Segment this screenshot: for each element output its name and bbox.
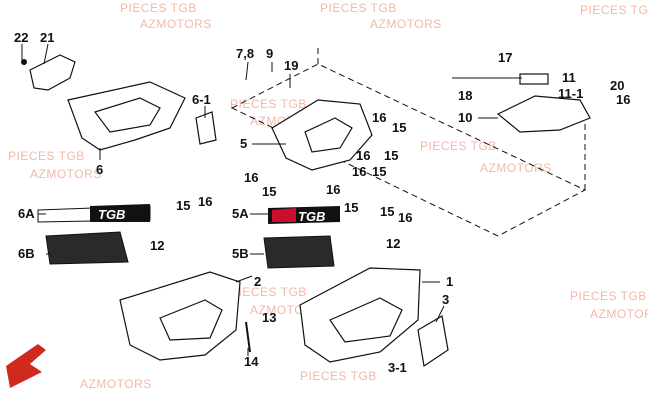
watermark-text: PIECES TGB [120,1,197,15]
callout-label: 19 [284,58,298,73]
part-footrest-1 [299,267,421,363]
callout-label: 16 [244,170,258,185]
watermark-text: AZMOTORS [80,377,152,391]
watermark-text: PIECES TGB [420,139,497,153]
callout-label: 1 [446,274,453,289]
callout-label: 22 [14,30,28,45]
callout-label: 15 [262,184,276,199]
bolt-14 [245,321,251,353]
mat-5b [263,235,335,269]
tgb-logo-text: TGB [298,209,325,224]
callout-label: 5B [232,246,249,261]
callout-label: 6 [96,162,103,177]
decal-6a: TGB [37,204,151,223]
watermark-text: PIECES TGB [300,369,377,383]
callout-label: 15 [176,198,190,213]
callout-label: 16 [616,92,630,107]
leader-line [435,305,445,323]
callout-label: 16 [326,182,340,197]
leader-line [43,43,49,65]
callout-label: 16 [398,210,412,225]
callout-label: 16 [198,194,212,209]
callout-label: 15 [392,120,406,135]
callout-label: 16 [352,164,366,179]
callout-label: 20 [610,78,624,93]
callout-label: 5A [232,206,249,221]
watermark-text: AZMOTORS [370,17,442,31]
decal-dark [90,204,150,222]
watermark-text: AZMOTORS [480,161,552,175]
callout-label: 17 [498,50,512,65]
callout-label: 10 [458,110,472,125]
leader-line [245,61,249,81]
part-cover-10 [496,73,591,133]
watermark-text: PIECES TGB [230,285,307,299]
watermark-text: AZMOTORS [590,307,648,321]
callout-label: 9 [266,46,273,61]
callout-label: 15 [344,200,358,215]
callout-label: 3-1 [388,360,407,375]
watermark-text: AZMOTORS [140,17,212,31]
footrest-left-recess [159,299,223,341]
bracket-shape [29,54,76,91]
assembly-dashed-outline [230,48,587,237]
part-cover-5 [271,99,373,171]
callout-label: 13 [262,310,276,325]
part-panel-6 [67,81,186,151]
footrest-right-recess [329,297,403,343]
panel-recess [94,97,161,133]
watermark-text: PIECES TGB [570,289,647,303]
cover-recess [304,117,353,153]
callout-label: 12 [386,236,400,251]
callout-label: 6A [18,206,35,221]
callout-label: 5 [240,136,247,151]
tgb-logo-text: TGB [98,207,125,222]
part-bracket-21 [21,54,76,91]
callout-label: 15 [372,164,386,179]
watermark-text: PIECES TGB [230,97,307,111]
callout-label: 6-1 [192,92,211,107]
callout-label: 3 [442,292,449,307]
callout-label: 6B [18,246,35,261]
leader-line [235,275,253,283]
watermark-text: PIECES TGB [8,149,85,163]
callout-label: 15 [384,148,398,163]
callout-label: 16 [372,110,386,125]
callout-label: 12 [150,238,164,253]
decal-red [272,208,296,222]
panel-3 [417,315,449,368]
leader-lines [21,43,522,356]
mat-6b [45,231,129,265]
logo-shape [6,344,46,388]
bracket-11 [519,73,549,85]
callout-labels: 22 21 6 6-1 7,8 9 19 5 16 15 16 15 16 15… [14,30,630,375]
screw-icon [21,59,27,65]
part-footrest-2 [119,271,241,361]
watermark-text: AZMOTORS [30,167,102,181]
callout-label: 15 [380,204,394,219]
watermark-text: PIECES TGB [580,3,648,17]
pad-6-1 [195,111,217,145]
callout-label: 14 [244,354,259,369]
callout-label: 7,8 [236,46,254,61]
brand-logo [6,344,46,388]
decal-5a: TGB [268,206,340,224]
callout-label: 18 [458,88,472,103]
watermark-text: PIECES TGB [320,1,397,15]
callout-label: 16 [356,148,370,163]
callout-label: 21 [40,30,54,45]
callout-label: 11 [562,70,576,85]
callout-label: 11-1 [558,86,583,101]
right-cover-shape [496,95,591,133]
callout-label: 2 [254,274,261,289]
